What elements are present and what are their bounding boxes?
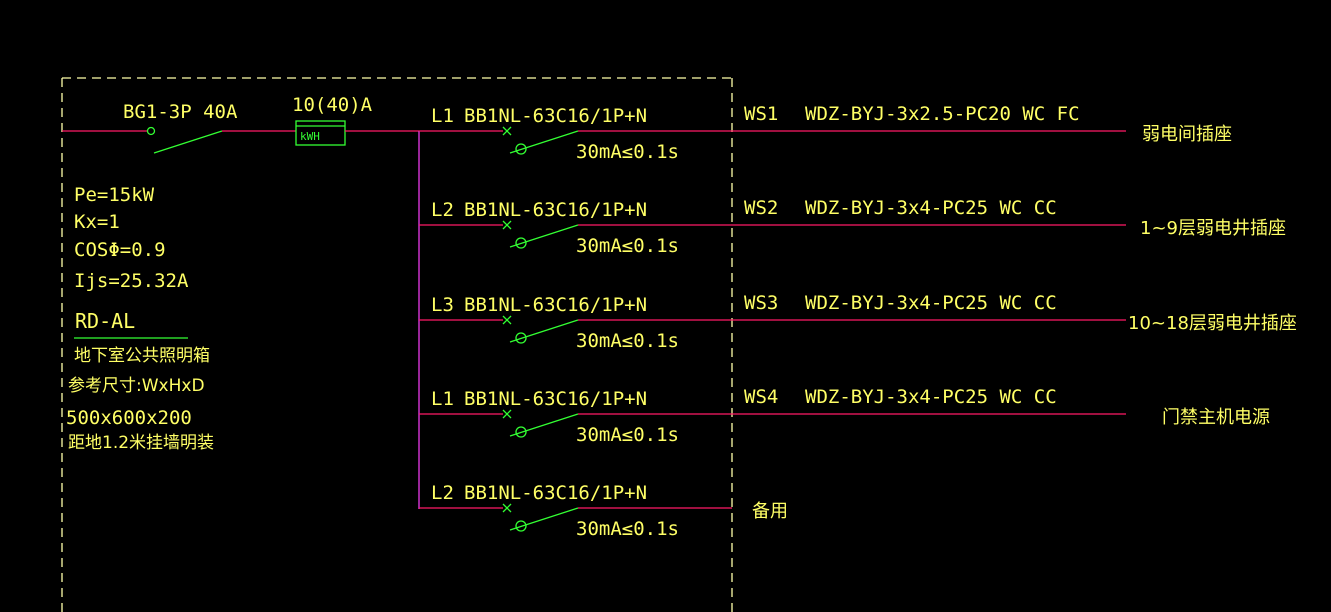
rcd-symbol — [515, 520, 527, 532]
panel-size-label: 参考尺寸:WxHxD — [68, 376, 205, 396]
load-name: 门禁主机电源 — [1162, 407, 1270, 428]
phase-label: L3 — [431, 294, 454, 316]
breaker-symbol — [509, 130, 579, 154]
rcd-rating: 30mA≤0.1s — [576, 141, 679, 163]
breaker-symbol — [509, 224, 579, 248]
load-name: 1~9层弱电井插座 — [1140, 218, 1286, 239]
main-breaker-label: BG1-3P 40A — [123, 101, 238, 123]
rcd-symbol — [515, 332, 527, 344]
meter-rating: 10(40)A — [292, 94, 373, 116]
rcd-symbol — [515, 143, 527, 155]
breaker-model: BB1NL-63C16/1P+N — [464, 482, 647, 504]
cable-spec: WDZ-BYJ-3x4-PC25 WC CC — [805, 386, 1057, 408]
load-name: 备用 — [752, 501, 788, 522]
panel-size: 500x600x200 — [66, 407, 192, 429]
cable-spec: WDZ-BYJ-3x4-PC25 WC CC — [805, 292, 1057, 314]
load-name: 弱电间插座 — [1142, 124, 1232, 145]
breaker-contact-mark — [502, 126, 512, 136]
breaker-model: BB1NL-63C16/1P+N — [464, 388, 647, 410]
cable-spec: WDZ-BYJ-3x4-PC25 WC CC — [805, 197, 1057, 219]
load-name: 10~18层弱电井插座 — [1128, 313, 1297, 334]
panel-info: RD-AL 地下室公共照明箱 参考尺寸:WxHxD 500x600x200 距地… — [66, 309, 214, 453]
phase-label: L1 — [431, 105, 454, 127]
rcd-symbol — [515, 426, 527, 438]
param-kx: Kx=1 — [74, 211, 120, 233]
phase-label: L2 — [431, 482, 454, 504]
phase-label: L1 — [431, 388, 454, 410]
kwh-meter — [295, 120, 346, 146]
phase-label: L2 — [431, 199, 454, 221]
load-parameters: Pe=15kW Kx=1 COSΦ=0.9 Ijs=25.32A — [74, 184, 189, 292]
param-pe: Pe=15kW — [74, 184, 155, 206]
breaker-contact-mark — [502, 315, 512, 325]
breaker-symbol — [509, 507, 579, 531]
panel-id: RD-AL — [75, 309, 135, 333]
breaker-symbol — [509, 319, 579, 343]
circuit-id: WS4 — [744, 386, 778, 408]
breaker-symbol — [509, 413, 579, 437]
rcd-rating: 30mA≤0.1s — [576, 235, 679, 257]
panel-mount: 距地1.2米挂墙明装 — [68, 433, 214, 453]
breaker-model: BB1NL-63C16/1P+N — [464, 294, 647, 316]
panel-name: 地下室公共照明箱 — [74, 346, 210, 366]
breaker-model: BB1NL-63C16/1P+N — [464, 105, 647, 127]
param-cos: COSΦ=0.9 — [74, 239, 166, 261]
breaker-contact-mark — [502, 220, 512, 230]
breaker-contact-mark — [502, 503, 512, 513]
param-ijs: Ijs=25.32A — [74, 270, 189, 292]
breaker-model: BB1NL-63C16/1P+N — [464, 199, 647, 221]
rcd-rating: 30mA≤0.1s — [576, 330, 679, 352]
rcd-rating: 30mA≤0.1s — [576, 518, 679, 540]
circuit-id: WS2 — [744, 197, 778, 219]
breaker-contact-mark — [502, 409, 512, 419]
rcd-symbol — [515, 237, 527, 249]
circuit-id: WS3 — [744, 292, 778, 314]
panel-frame — [61, 77, 733, 612]
incoming-line — [62, 120, 419, 154]
rcd-rating: 30mA≤0.1s — [576, 424, 679, 446]
circuit-id: WS1 — [744, 103, 778, 125]
meter-label: kWH — [300, 130, 320, 143]
cable-spec: WDZ-BYJ-3x2.5-PC20 WC FC — [805, 103, 1080, 125]
